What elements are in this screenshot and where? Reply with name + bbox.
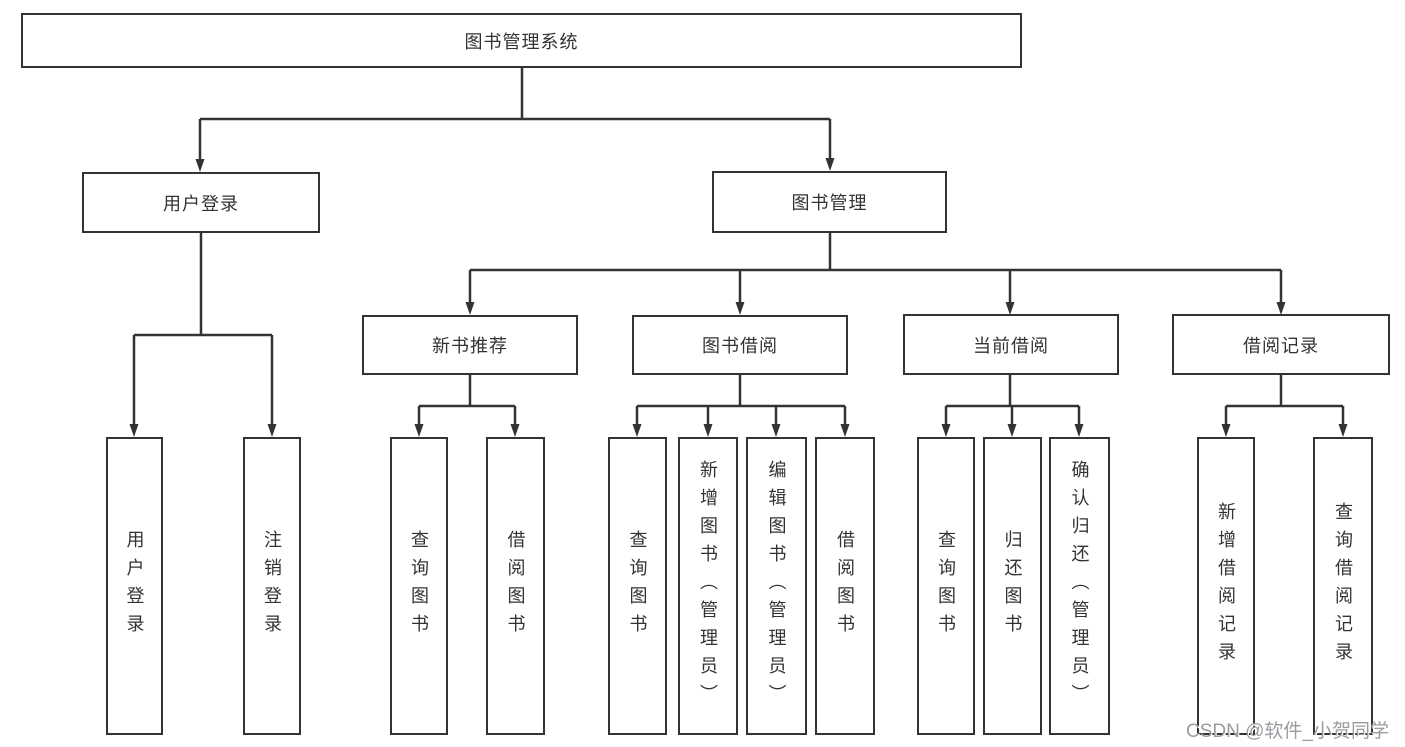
arrowhead-icons <box>129 158 1348 437</box>
node-borrow-records: 借阅记录 <box>1172 314 1390 375</box>
leaf-label: 查询借阅记录 <box>1333 502 1353 670</box>
leaf-borrow-books-2: 借阅图书 <box>815 437 875 735</box>
csdn-watermark: CSDN @软件_小贺同学 <box>1186 721 1389 742</box>
leaf-label: 编辑图书（管理员） <box>766 460 787 712</box>
node-user-login: 用户登录 <box>82 172 320 233</box>
leaf-logout: 注销登录 <box>243 437 301 735</box>
leaf-query-borrow-record: 查询借阅记录 <box>1313 437 1373 735</box>
leaf-query-books-borrow: 查询图书 <box>608 437 667 735</box>
leaf-borrow-books-recommend: 借阅图书 <box>486 437 545 735</box>
leaf-label: 借阅图书 <box>505 530 526 642</box>
leaf-label: 确认归还（管理员） <box>1069 460 1090 712</box>
node-book-borrow: 图书借阅 <box>632 315 848 375</box>
leaf-label: 注销登录 <box>262 530 282 642</box>
leaf-query-books-recommend: 查询图书 <box>390 437 448 735</box>
node-book-management: 图书管理 <box>712 171 947 233</box>
leaf-label: 新增借阅记录 <box>1216 502 1236 670</box>
leaf-user-login: 用户登录 <box>106 437 163 735</box>
leaf-label: 查询图书 <box>627 530 648 642</box>
leaf-query-books-current: 查询图书 <box>917 437 975 735</box>
leaf-label: 借阅图书 <box>835 530 855 642</box>
leaf-add-borrow-record: 新增借阅记录 <box>1197 437 1255 735</box>
leaf-label: 用户登录 <box>124 530 145 642</box>
node-current-borrow: 当前借阅 <box>903 314 1119 375</box>
leaf-edit-book-admin: 编辑图书（管理员） <box>746 437 807 735</box>
leaf-add-book-admin: 新增图书（管理员） <box>678 437 738 735</box>
node-root: 图书管理系统 <box>21 13 1022 68</box>
leaf-return-books: 归还图书 <box>983 437 1042 735</box>
leaf-label: 归还图书 <box>1002 530 1023 642</box>
leaf-confirm-return-admin: 确认归还（管理员） <box>1049 437 1110 735</box>
leaf-label: 查询图书 <box>409 530 429 642</box>
leaf-label: 查询图书 <box>936 530 956 642</box>
node-new-book-recommend: 新书推荐 <box>362 315 578 375</box>
leaf-label: 新增图书（管理员） <box>698 460 718 712</box>
